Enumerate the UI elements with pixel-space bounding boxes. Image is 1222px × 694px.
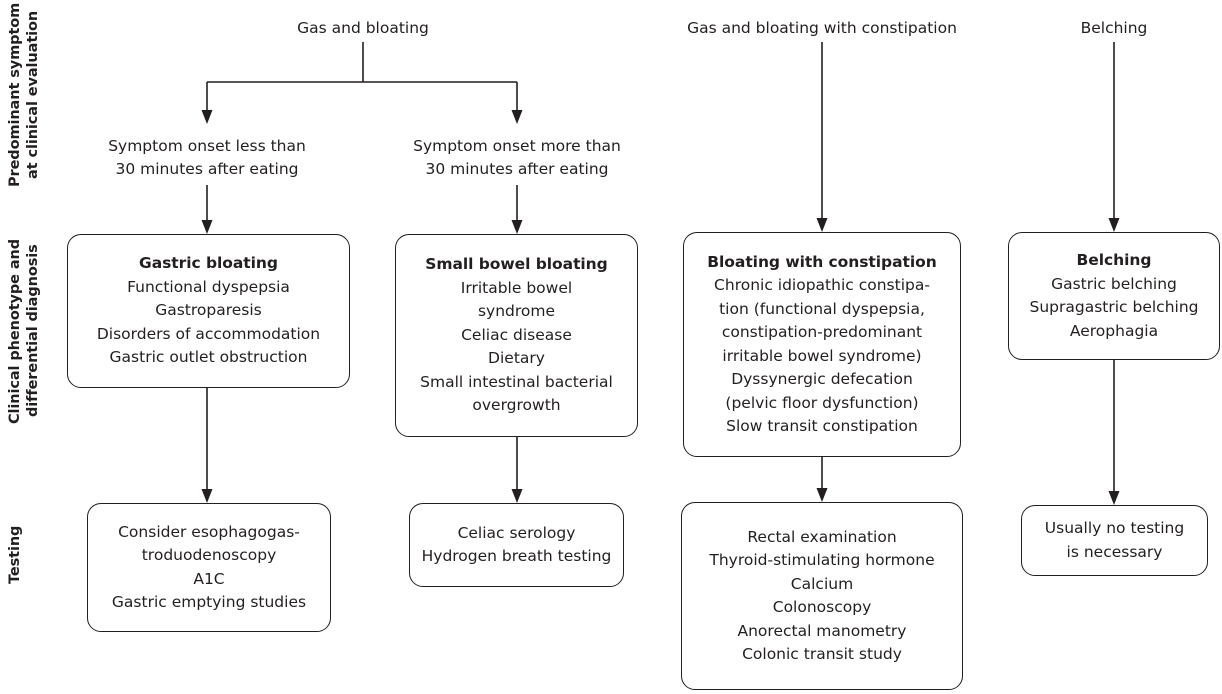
box-testing-gastric[interactable]: Consider esophagogas- troduodenoscopy A1… (87, 503, 331, 632)
phenotype-item: Gastroparesis (155, 301, 262, 320)
box-testing-belching[interactable]: Usually no testing is necessary (1021, 505, 1208, 576)
testing-item: Consider esophagogas- troduodenoscopy (118, 522, 300, 565)
testing-item: Celiac serology (457, 523, 576, 542)
testing-item: Gastric emptying studies (111, 593, 307, 611)
arrowhead-constipation-top-to-phenotype (816, 218, 828, 232)
box-testing-small-bowel[interactable]: Celiac serology Hydrogen breath testing (409, 503, 624, 587)
phenotype-item: Functional dyspepsia (127, 277, 290, 296)
box-phenotype-gastric-bloating[interactable]: Gastric bloating Functional dyspepsia Ga… (67, 234, 350, 388)
phenotype-item: Small intestinal bacterial overgrowth (420, 372, 613, 415)
arrowhead-smallbowel-phenotype-to-testing (511, 489, 523, 503)
phenotype-item: Aerophagia (1069, 321, 1159, 340)
testing-item: Colonoscopy (772, 598, 872, 616)
phenotype-heading: Belching (1076, 251, 1152, 269)
phenotype-item: Gastric belching (1051, 274, 1177, 293)
box-phenotype-belching[interactable]: Belching Gastric belching Supragastric b… (1008, 232, 1220, 360)
arrowhead-belching-phenotype-to-testing (1108, 491, 1120, 505)
phenotype-heading: Small bowel bloating (425, 255, 608, 274)
phenotype-item: Disorders of accommodation (96, 324, 321, 343)
box-testing-constipation[interactable]: Rectal examination Thyroid-stimulating h… (681, 502, 963, 690)
testing-item: A1C (193, 569, 225, 588)
box-phenotype-small-bowel-bloating[interactable]: Small bowel bloating Irritable bowel syn… (395, 234, 638, 437)
arrowhead-gastric-phenotype-to-testing (201, 489, 213, 503)
testing-item: Hydrogen breath testing (421, 547, 612, 565)
phenotype-item: Gastric outlet obstruction (109, 348, 308, 367)
node-symptom-onset-more-than-30-minutes: Symptom onset more than 30 minutes after… (413, 137, 621, 178)
row-label-clinical-phenotype: Clinical phenotype and differential diag… (7, 238, 41, 424)
phenotype-heading: Gastric bloating (139, 254, 278, 273)
phenotype-item: Dietary (488, 349, 545, 368)
testing-item: Usually no testing is necessary (1044, 519, 1185, 561)
node-belching: Belching (1080, 19, 1148, 37)
phenotype-item: Celiac disease (461, 325, 572, 344)
testing-item: Rectal examination (747, 527, 897, 546)
arrowhead-constipation-phenotype-to-testing (816, 488, 828, 502)
arrowhead-onset-less-to-phenotype (201, 220, 213, 234)
arrowhead-onset-more-to-phenotype (511, 220, 523, 234)
node-gas-and-bloating-with-constipation: Gas and bloating with constipation (687, 19, 957, 37)
arrowhead-branch-right (511, 110, 523, 124)
box-phenotype-bloating-with-constipation[interactable]: Bloating with constipation Chronic idiop… (683, 232, 961, 457)
node-gas-and-bloating: Gas and bloating (297, 19, 429, 37)
phenotype-item: Irritable bowel syndrome (460, 278, 573, 321)
phenotype-item: Slow transit constipation (726, 417, 918, 435)
row-label-predominant-symptom: Predominant symptom at clinical evaluati… (7, 2, 41, 188)
testing-item: Thyroid-stimulating hormone (709, 551, 935, 569)
testing-item: Colonic transit study (742, 645, 902, 663)
row-label-testing: Testing (7, 525, 23, 585)
testing-item: Calcium (790, 574, 854, 593)
arrowhead-branch-left (201, 110, 213, 124)
phenotype-item: Supragastric belching (1029, 298, 1199, 316)
phenotype-item: Dyssynergic defecation (pelvic floor dys… (725, 370, 919, 412)
testing-item: Anorectal manometry (737, 621, 907, 640)
phenotype-heading: Bloating with constipation (707, 252, 937, 271)
phenotype-item: Chronic idiopathic constipa- tion (funct… (714, 276, 930, 365)
arrowhead-belching-top-to-phenotype (1108, 218, 1120, 232)
node-symptom-onset-less-than-30-minutes: Symptom onset less than 30 minutes after… (108, 137, 306, 178)
